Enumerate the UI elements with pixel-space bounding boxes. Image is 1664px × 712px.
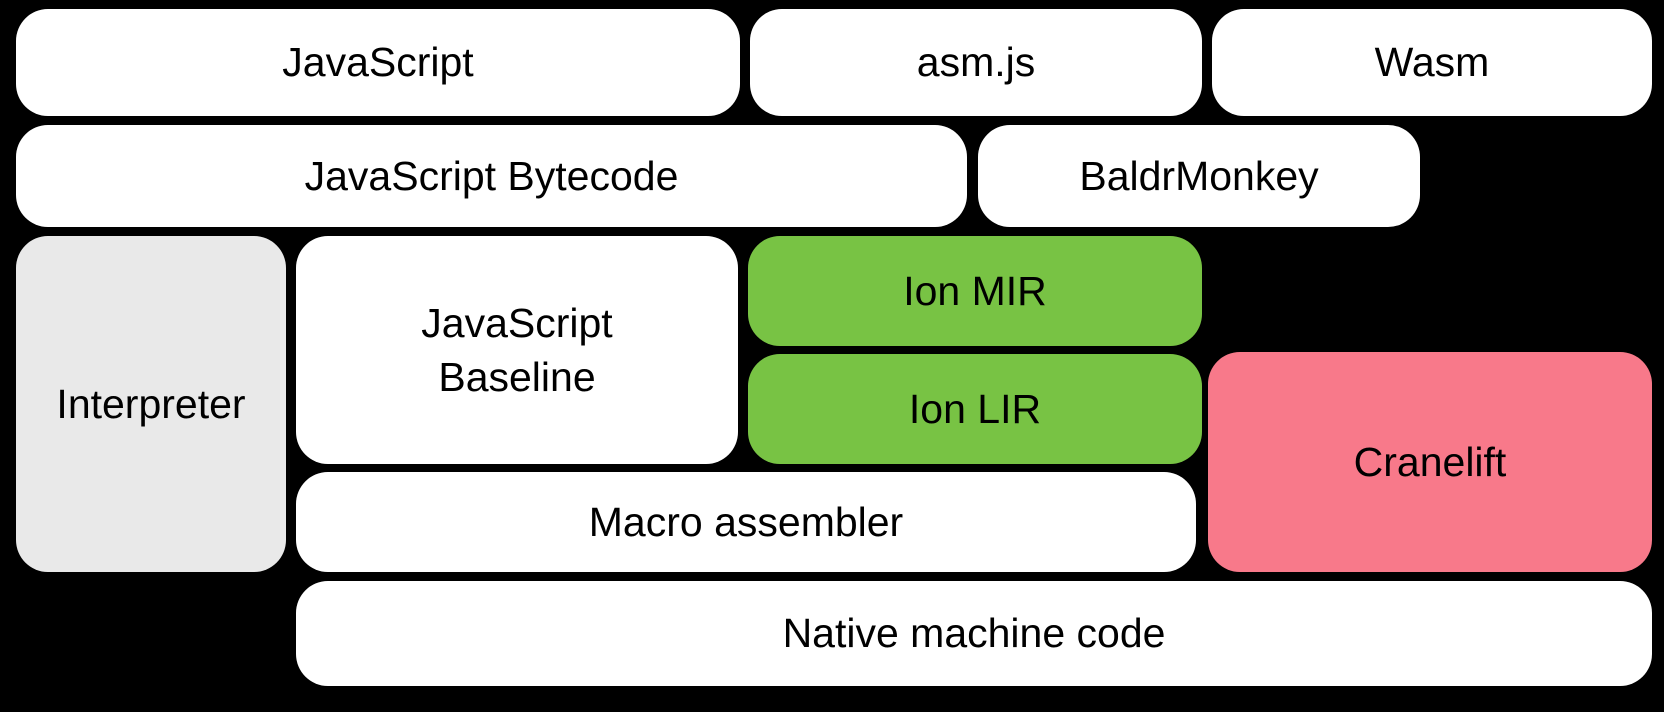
box-native-machine-code: Native machine code — [296, 581, 1652, 686]
box-cranelift: Cranelift — [1208, 352, 1652, 572]
box-javascript: JavaScript — [16, 9, 740, 116]
box-ion-mir: Ion MIR — [748, 236, 1202, 346]
box-ion-lir: Ion LIR — [748, 354, 1202, 464]
box-javascript-bytecode: JavaScript Bytecode — [16, 125, 967, 227]
box-interpreter: Interpreter — [16, 236, 286, 572]
box-wasm: Wasm — [1212, 9, 1652, 116]
box-asmjs: asm.js — [750, 9, 1202, 116]
box-javascript-baseline: JavaScript Baseline — [296, 236, 738, 464]
box-baldrmonkey: BaldrMonkey — [978, 125, 1420, 227]
box-macro-assembler: Macro assembler — [296, 472, 1196, 572]
